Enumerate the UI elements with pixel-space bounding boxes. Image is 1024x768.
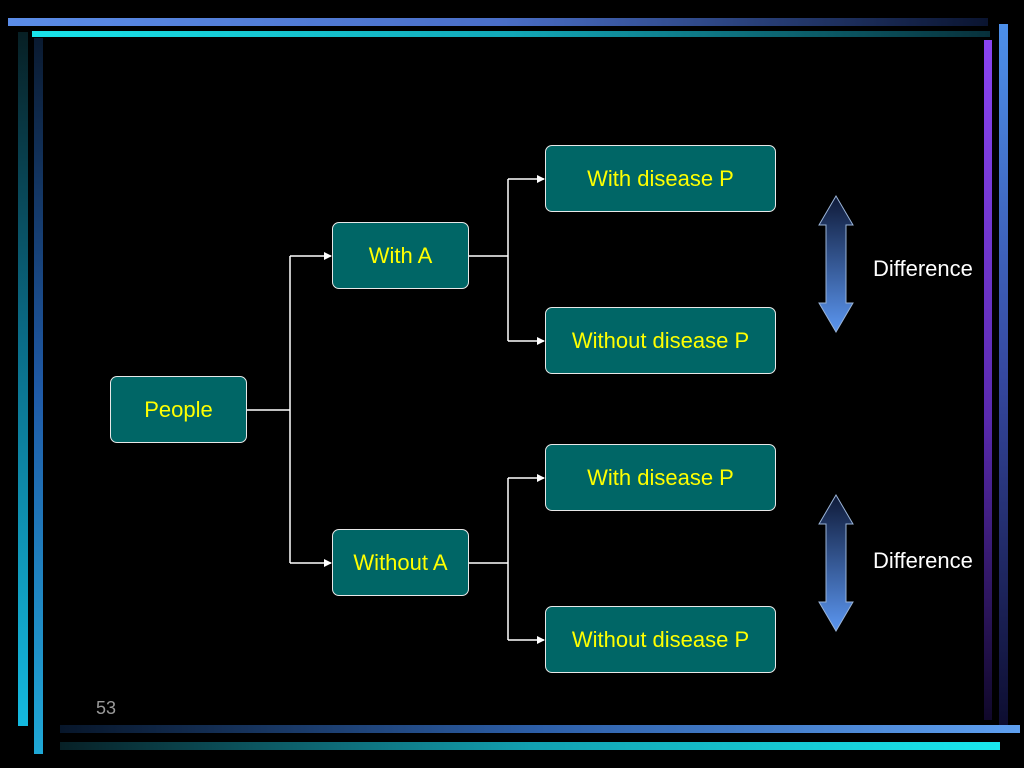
double-arrow-icon-top bbox=[818, 195, 854, 333]
decorative-bar-right-inner bbox=[984, 40, 992, 720]
node-a-with-disease-p: With disease P bbox=[545, 145, 776, 212]
node-with-a: With A bbox=[332, 222, 469, 289]
decorative-bar-top-inner bbox=[32, 31, 990, 37]
decorative-bar-right bbox=[999, 24, 1008, 726]
slide-number: 53 bbox=[96, 698, 117, 718]
decorative-bar-bottom-inner bbox=[60, 742, 1000, 750]
double-arrow-icon-bottom bbox=[818, 494, 854, 632]
decorative-bar-bottom bbox=[60, 725, 1020, 733]
difference-label-bottom: Difference bbox=[873, 548, 973, 573]
decorative-bar-left bbox=[18, 32, 28, 726]
decorative-bar-top bbox=[8, 18, 988, 26]
node-a-without-disease-p: Without disease P bbox=[545, 307, 776, 374]
difference-label-top: Difference bbox=[873, 256, 973, 281]
node-people: People bbox=[110, 376, 247, 443]
node-no-a-with-disease-p: With disease P bbox=[545, 444, 776, 511]
node-without-a: Without A bbox=[332, 529, 469, 596]
node-no-a-without-disease-p: Without disease P bbox=[545, 606, 776, 673]
decorative-bar-left-inner bbox=[34, 38, 43, 754]
